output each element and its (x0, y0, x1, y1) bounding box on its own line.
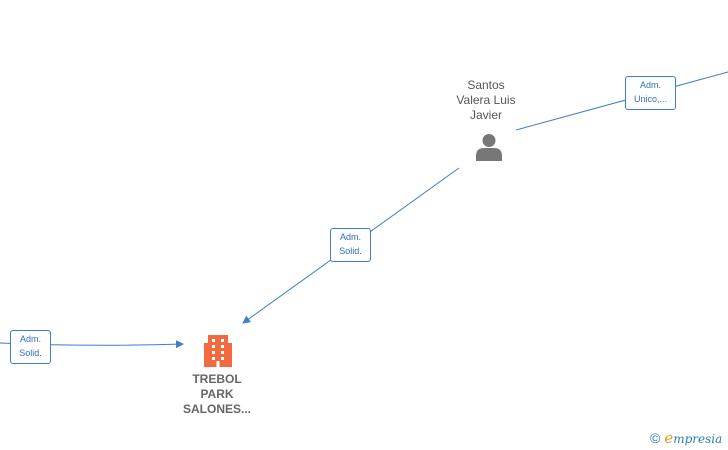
company-name-line-1: TREBOL (192, 372, 242, 386)
edge-label-top-right[interactable]: Adm. Unico,... (625, 76, 676, 110)
edge-label-left[interactable]: Adm. Solid. (10, 330, 51, 364)
edge-label-top-right-line-2: Unico,... (633, 94, 667, 104)
edge-line-top-right (515, 71, 728, 131)
brand-e-letter: e (664, 429, 674, 447)
person-name-line-2: Valera Luis (456, 93, 516, 107)
building-icon[interactable] (203, 333, 233, 367)
brand-name-rest: mpresia (673, 432, 723, 446)
edge-label-middle[interactable]: Adm. Solid. (330, 228, 371, 262)
person-node-label[interactable]: Santos Valera Luis Javier (436, 78, 536, 123)
company-name-line-3: SALONES... (182, 402, 251, 416)
empresia-logo[interactable]: © empresia (650, 429, 722, 447)
company-node-label[interactable]: TREBOL PARK SALONES... (166, 372, 268, 417)
person-name-line-1: Santos (467, 78, 505, 92)
copyright-icon: © (650, 430, 661, 446)
edge-label-middle-line-2: Solid. (339, 246, 362, 256)
brand-name: empresia (664, 429, 722, 447)
person-name-line-3: Javier (469, 108, 502, 122)
edge-label-left-line-2: Solid. (19, 348, 42, 358)
person-icon[interactable] (474, 133, 504, 161)
edge-label-top-right-line-1: Adm. (639, 80, 661, 90)
company-name-line-2: PARK (200, 387, 234, 401)
edge-label-left-line-1: Adm. (19, 334, 41, 344)
edge-label-middle-line-1: Adm. (339, 232, 361, 242)
